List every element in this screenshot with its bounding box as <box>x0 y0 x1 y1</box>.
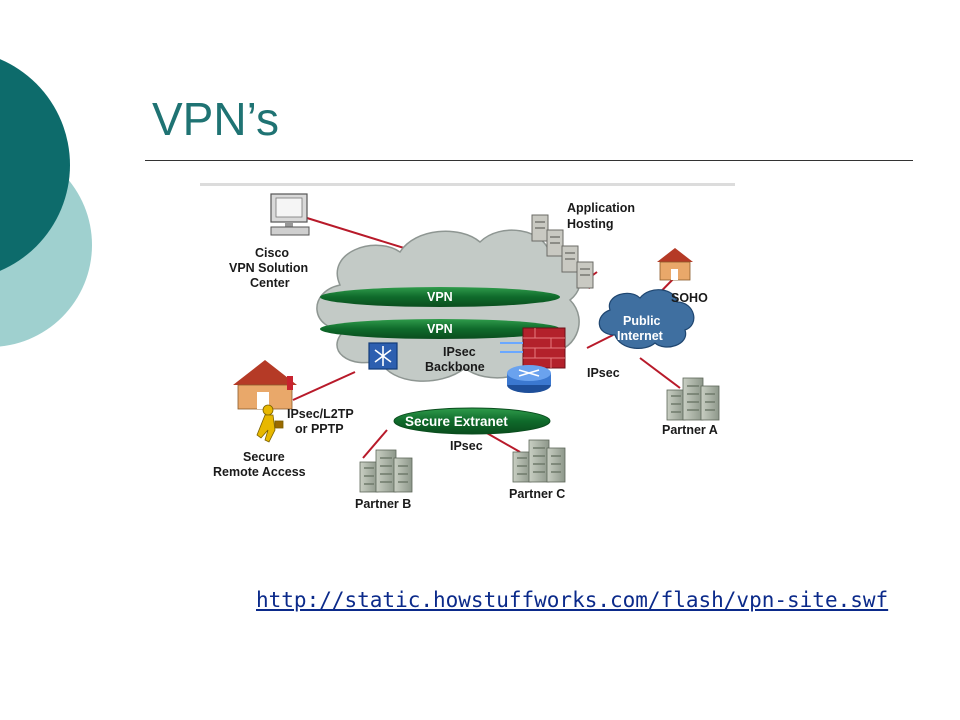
secure-extranet-tunnel: Secure Extranet <box>393 407 551 435</box>
router-icon <box>507 365 551 393</box>
server-rack-icon <box>531 214 594 289</box>
public-internet-line2: Internet <box>617 329 664 343</box>
secure-extranet-label: Secure Extranet <box>405 414 508 429</box>
ipsec-l2tp-line1: IPsec/L2TP <box>287 407 354 421</box>
partner-a-building <box>666 377 720 421</box>
slide-title: VPN’s <box>152 93 279 145</box>
switch-icon <box>368 342 398 370</box>
vpn-label-2: VPN <box>427 322 453 336</box>
cisco-center-line1: Cisco <box>255 246 289 260</box>
title-divider <box>145 160 913 161</box>
public-internet-cloud: Public Internet <box>598 289 695 349</box>
vpn-tunnel-2: VPN <box>320 319 560 339</box>
ipsec-backbone-line2: Backbone <box>425 360 485 374</box>
vpn-label-1: VPN <box>427 290 453 304</box>
cisco-center-line3: Center <box>250 276 290 290</box>
firewall-icon <box>500 327 566 369</box>
secure-remote-line1: Secure <box>243 450 285 464</box>
walking-person-icon <box>256 404 284 443</box>
house-icon <box>657 248 693 281</box>
app-hosting-line1: Application <box>567 201 635 215</box>
ipsec-right-label: IPsec <box>587 366 620 380</box>
slide-decoration <box>0 59 92 347</box>
computer-icon <box>270 193 310 236</box>
vpn-tunnel-1: VPN <box>320 287 560 307</box>
vpn-network-diagram: VPN VPN IPsec Backbone Public Internet C… <box>195 180 745 520</box>
partner-c-building <box>512 439 566 483</box>
ipsec-backbone-line1: IPsec <box>443 345 476 359</box>
cisco-center-line2: VPN Solution <box>229 261 308 275</box>
source-link[interactable]: http://static.howstuffworks.com/flash/vp… <box>256 588 889 612</box>
partner-b-building <box>359 449 413 493</box>
partner-a-label: Partner A <box>662 423 718 437</box>
soho-label: SOHO <box>671 291 708 305</box>
partner-b-label: Partner B <box>355 497 411 511</box>
remote-house-icon <box>233 360 297 410</box>
ipsec-bottom-label: IPsec <box>450 439 483 453</box>
ipsec-l2tp-line2: or PPTP <box>295 422 344 436</box>
app-hosting-line2: Hosting <box>567 217 614 231</box>
secure-remote-line2: Remote Access <box>213 465 306 479</box>
partner-c-label: Partner C <box>509 487 565 501</box>
public-internet-line1: Public <box>623 314 661 328</box>
